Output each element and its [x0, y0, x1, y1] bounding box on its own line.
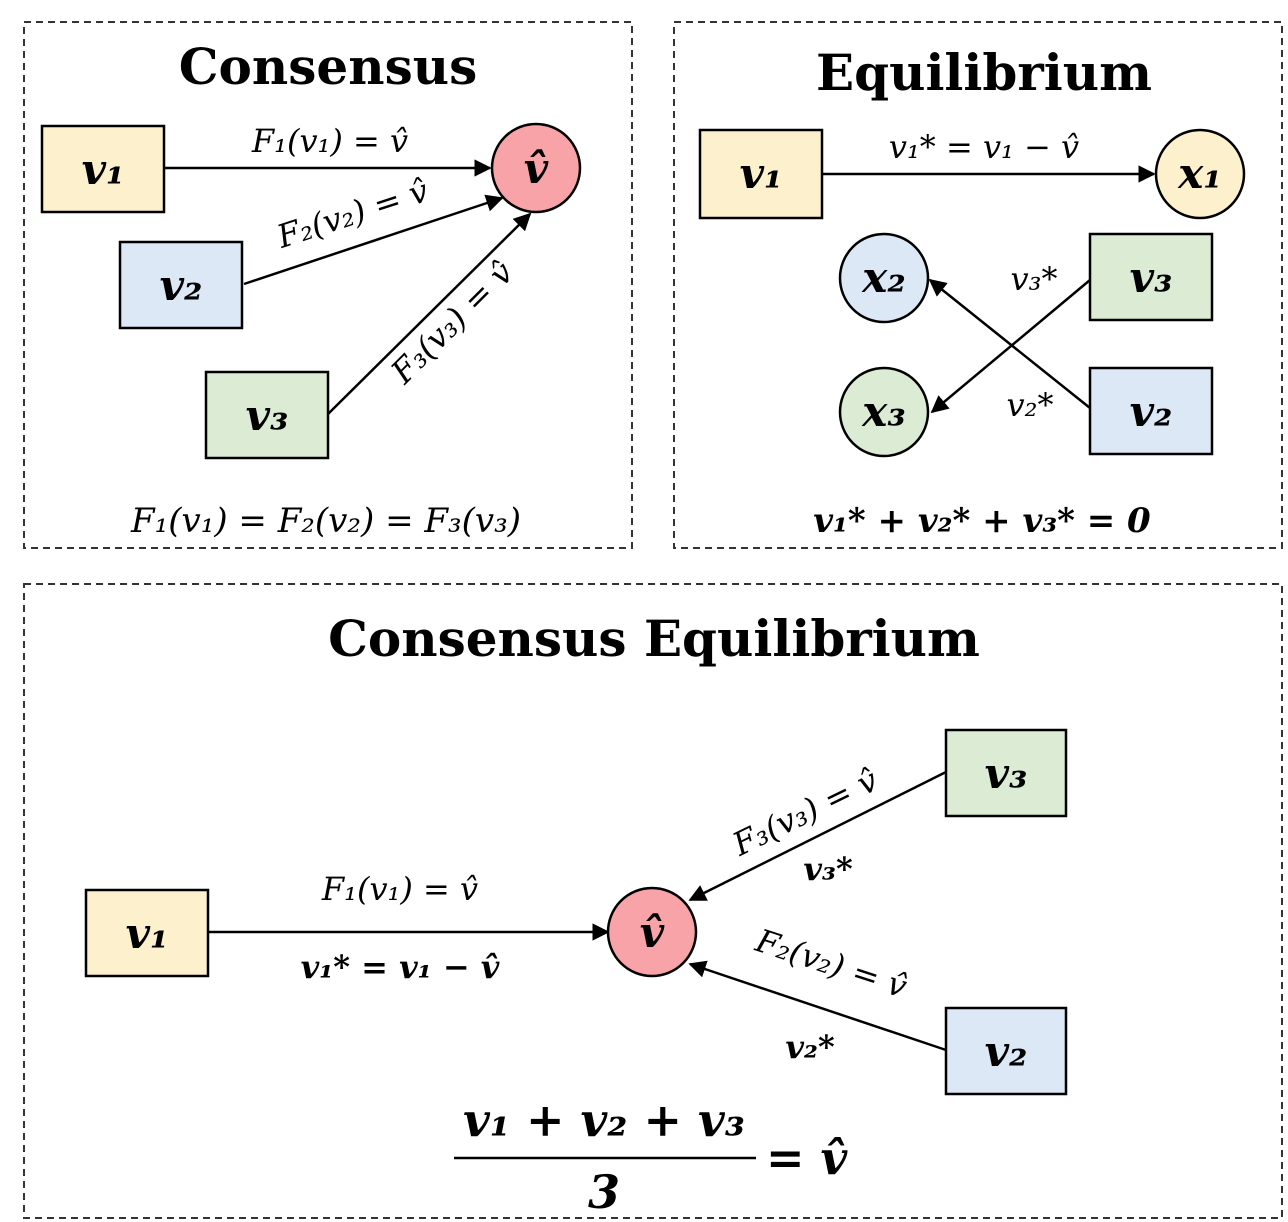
equilibrium-node-x3-circle	[838, 366, 930, 458]
ce-node-v2-label: v₂	[985, 1027, 1028, 1076]
consensus-panel-border	[23, 21, 633, 549]
ce-edge-label-s3: v₃*	[803, 850, 853, 888]
equilibrium-panel: Equilibrium v₁* = v₁ − v̂ v₃* v₂* v₁ v₃ …	[673, 21, 1283, 549]
consensus-node-vhat-label: v̂	[524, 144, 549, 193]
consensus-title: Consensus	[179, 37, 477, 96]
equilibrium-formula: v₁* + v₂* + v₃* = 0	[813, 501, 1151, 541]
ce-formula-numerator: v₁ + v₂ + v₃	[463, 1093, 745, 1147]
equilibrium-node-v1-label: v₁	[740, 149, 783, 198]
consensus-edge-label-f3: F₃(v₃) = v̂	[383, 254, 521, 392]
consensus-formula: F₁(v₁) = F₂(v₂) = F₃(v₃)	[130, 501, 521, 541]
consensus-node-v2-box	[118, 240, 244, 330]
ce-node-v3-label: v₃	[985, 749, 1028, 798]
consensus-node-v2-label: v₂	[160, 261, 203, 310]
consensus-edge-v2-vhat	[243, 194, 504, 286]
equilibrium-edge-v2-x2	[928, 278, 1091, 409]
consensus-node-v1-box	[40, 124, 166, 214]
equilibrium-node-x1-label: x₁	[1177, 149, 1221, 198]
ce-node-vhat-circle	[606, 886, 698, 978]
consensus-equilibrium-title: Consensus Equilibrium	[328, 609, 980, 668]
ce-edge-label-f1: F₁(v₁) = v̂	[321, 870, 478, 908]
equilibrium-title: Equilibrium	[816, 43, 1152, 102]
consensus-node-v1-label: v₁	[82, 145, 125, 194]
equilibrium-node-v2-box	[1088, 366, 1214, 456]
consensus-edge-label-f2: F₂(v₂) = v̂	[272, 171, 433, 256]
consensus-edge-v3-vhat	[327, 212, 532, 415]
ce-edge-v2-vhat	[688, 960, 947, 1052]
ce-node-v3-box	[944, 728, 1068, 818]
equilibrium-node-x3-label: x₃	[861, 387, 905, 436]
ce-node-v1-label: v₁	[126, 909, 169, 958]
equilibrium-node-v1-box	[698, 128, 824, 220]
ce-node-vhat-label: v̂	[640, 908, 665, 957]
equilibrium-node-v3-label: v₃	[1130, 253, 1173, 302]
consensus-equilibrium-panel: Consensus Equilibrium F₁(v₁) = v̂ v₁* = …	[23, 583, 1283, 1219]
equilibrium-edge-label-e3: v₃*	[1011, 260, 1058, 298]
ce-edge-label-s2: v₂*	[785, 1028, 835, 1066]
equilibrium-node-x2-circle	[838, 232, 930, 324]
consensus-node-v3-box	[204, 370, 330, 460]
consensus-panel: Consensus F₁(v₁) = v̂ F₂(v₂) = v̂ F₃(v₃)…	[23, 21, 633, 549]
equilibrium-node-v3-box	[1088, 232, 1214, 322]
equilibrium-edge-label-e2: v₂*	[1007, 386, 1054, 424]
consensus-equilibrium-panel-border	[23, 583, 1283, 1219]
consensus-node-v3-label: v₃	[246, 391, 289, 440]
equilibrium-node-v2-label: v₂	[1130, 387, 1173, 436]
equilibrium-edge-label-e1: v₁* = v₁ − v̂	[889, 128, 1079, 166]
ce-node-v2-box	[944, 1006, 1068, 1096]
consensus-node-vhat-circle	[490, 122, 582, 214]
consensus-edge-label-f1: F₁(v₁) = v̂	[251, 122, 408, 160]
ce-formula-denominator: 3	[588, 1165, 620, 1219]
equilibrium-panel-border	[673, 21, 1283, 549]
ce-edge-v3-vhat	[688, 770, 947, 902]
ce-formula-rhs: = v̂	[766, 1131, 849, 1185]
ce-edge-label-f3: F₃(v₃) = v̂	[726, 761, 884, 864]
ce-edge-label-s1: v₁* = v₁ − v̂	[301, 948, 500, 986]
equilibrium-node-x2-label: x₂	[861, 253, 905, 302]
equilibrium-node-x1-circle	[1154, 128, 1246, 220]
ce-node-v1-box	[84, 888, 210, 978]
